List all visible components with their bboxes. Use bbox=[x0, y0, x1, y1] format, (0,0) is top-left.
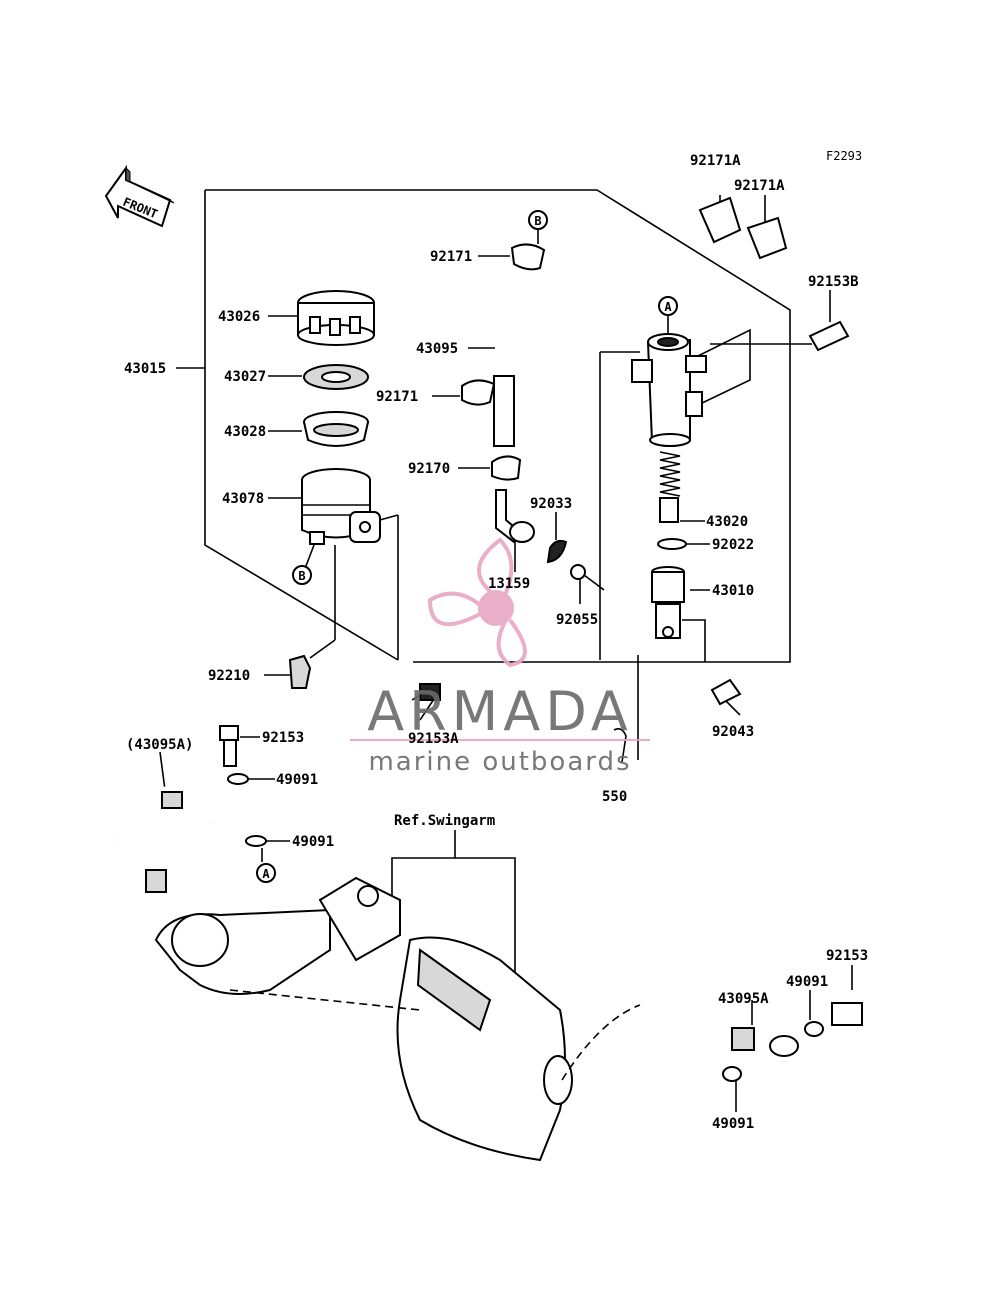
label-43028: 43028 bbox=[224, 424, 266, 440]
spring bbox=[659, 451, 681, 523]
o-ring bbox=[570, 564, 586, 580]
label-43020: 43020 bbox=[706, 514, 748, 530]
hose-clips bbox=[698, 196, 788, 260]
label-92153A: 92153A bbox=[408, 731, 459, 747]
diagram-code: F2293 bbox=[826, 149, 862, 163]
label-92022: 92022 bbox=[712, 537, 754, 553]
armada-logo: ARMADA marine outboards bbox=[350, 537, 650, 777]
brake-hose-right bbox=[638, 995, 863, 1082]
label-550: 550 bbox=[602, 789, 627, 805]
svg-text:B: B bbox=[534, 214, 541, 228]
label-92055: 92055 bbox=[556, 612, 598, 628]
hose-clamp-mid bbox=[461, 379, 496, 406]
label-92043: 92043 bbox=[712, 724, 754, 740]
label-92210: 92210 bbox=[208, 668, 250, 684]
label-49091-right-bot: 49091 bbox=[712, 1116, 754, 1132]
label-92153-right: 92153 bbox=[826, 948, 868, 964]
pushrod-bolt bbox=[808, 320, 850, 352]
callout-b-reservoir: B bbox=[292, 544, 315, 585]
label-92170: 92170 bbox=[408, 461, 450, 477]
label-43010: 43010 bbox=[712, 583, 754, 599]
swingarm bbox=[154, 876, 641, 1162]
label-92153B: 92153B bbox=[808, 274, 859, 290]
watermark-brand: ARMADA bbox=[367, 680, 633, 743]
part-labels: 43015 43026 43027 43028 43078 92210 9217… bbox=[124, 153, 868, 1132]
cotter-pin bbox=[613, 728, 627, 763]
watermark-tagline: marine outboards bbox=[368, 747, 631, 777]
label-92171-top: 92171 bbox=[430, 249, 472, 265]
label-49091-left-top: 49091 bbox=[276, 772, 318, 788]
label-49091-right-top: 49091 bbox=[786, 974, 828, 990]
label-43027: 43027 bbox=[224, 369, 266, 385]
label-43026: 43026 bbox=[218, 309, 260, 325]
svg-text:B: B bbox=[298, 569, 305, 583]
mounting-bolt bbox=[411, 683, 441, 701]
label-ref-swingarm: Ref.Swingarm bbox=[394, 813, 495, 829]
label-43095A: 43095A bbox=[718, 991, 769, 1007]
master-cylinder bbox=[631, 333, 707, 447]
reservoir-hose bbox=[493, 281, 534, 447]
leader-lines bbox=[159, 195, 853, 1112]
svg-text:A: A bbox=[664, 300, 672, 314]
reservoir-diaphragm bbox=[303, 411, 369, 447]
label-92171A-1: 92171A bbox=[690, 153, 741, 169]
label-43078: 43078 bbox=[222, 491, 264, 507]
banjo-bolt-left bbox=[219, 725, 267, 847]
front-arrow-icon: FRONT bbox=[104, 164, 175, 228]
brake-hose-left bbox=[109, 784, 246, 895]
piston-assembly bbox=[651, 566, 685, 639]
hose-elbow bbox=[495, 489, 535, 544]
reservoir-cap bbox=[297, 290, 375, 346]
reservoir-clip bbox=[288, 654, 312, 689]
hose-clamp-top bbox=[510, 243, 546, 271]
callout-a-master: A bbox=[658, 296, 678, 335]
label-92153-left: 92153 bbox=[262, 730, 304, 746]
callout-a-banjo: A bbox=[256, 863, 276, 883]
label-92171A-2: 92171A bbox=[734, 178, 785, 194]
callout-b-top: B bbox=[528, 210, 548, 244]
reservoir-plate bbox=[303, 364, 369, 390]
label-92033: 92033 bbox=[530, 496, 572, 512]
bushing bbox=[710, 678, 742, 706]
label-43015: 43015 bbox=[124, 361, 166, 377]
snap-ring bbox=[657, 538, 687, 550]
label-43095A-ref: (43095A) bbox=[126, 737, 193, 753]
assembly-outline bbox=[176, 189, 791, 663]
hose-clamp-low bbox=[491, 455, 522, 481]
label-49091-left-bot: 49091 bbox=[292, 834, 334, 850]
reservoir-body bbox=[301, 468, 381, 545]
label-13159: 13159 bbox=[488, 576, 530, 592]
label-43095: 43095 bbox=[416, 341, 458, 357]
circlip bbox=[546, 539, 568, 564]
svg-text:A: A bbox=[262, 867, 270, 881]
label-92171-mid: 92171 bbox=[376, 389, 418, 405]
